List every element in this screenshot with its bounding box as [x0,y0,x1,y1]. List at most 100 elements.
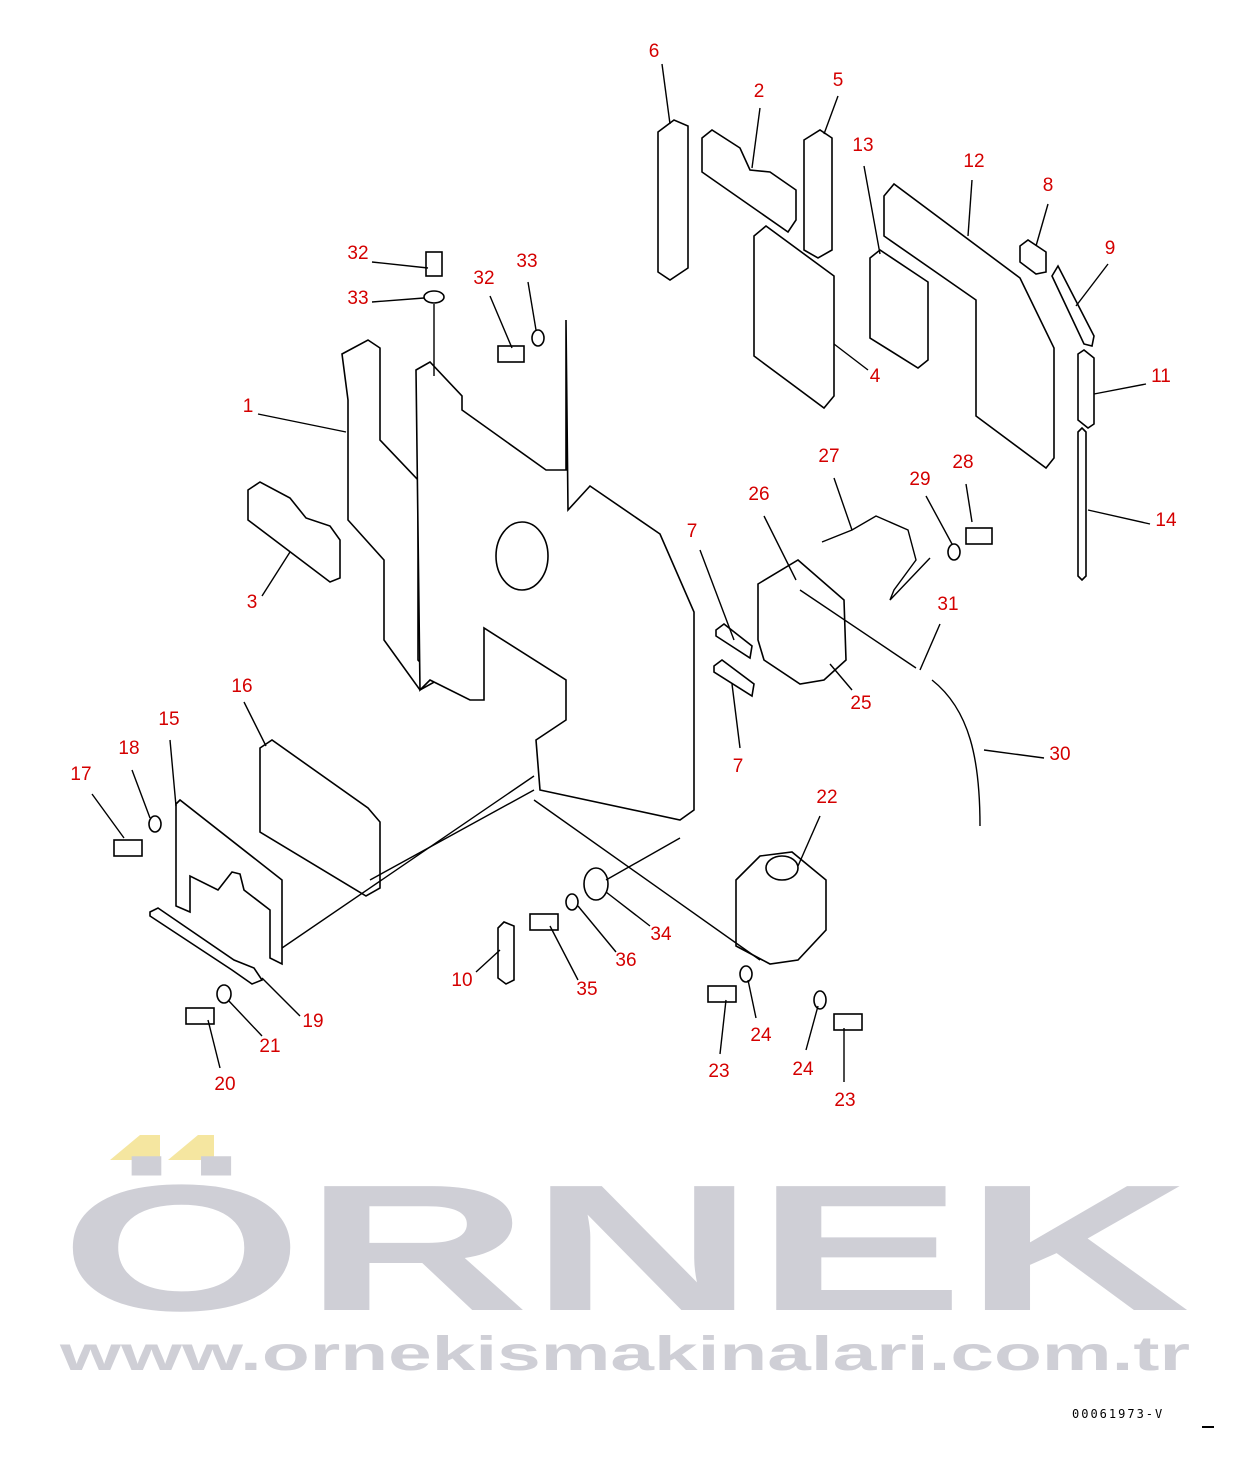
part-28-bolt [965,527,993,545]
part-drawings [113,119,1095,1031]
leader-line [763,515,797,581]
part-6-bar [657,119,689,281]
part-36-washer [565,893,579,911]
callout-label: 24 [792,1059,814,1080]
callout-label: 32 [473,268,494,289]
callout-label: 34 [650,924,672,945]
callout-label: 24 [750,1025,772,1046]
callout-label: 19 [302,1011,323,1032]
leader-line [1035,203,1049,247]
callout-label: 3 [247,592,258,613]
part-16-cover [259,739,381,897]
leader-line [967,179,973,237]
callout-label: 29 [909,469,930,490]
callout-label: 20 [214,1074,235,1095]
leader-line [1093,383,1147,395]
leader-line [919,623,941,671]
callout-label: 13 [852,135,873,156]
leader-line [131,769,151,819]
leader-line [243,701,267,747]
part-25-tank [757,559,847,685]
leader-line [747,979,757,1019]
part-20-bolt [185,1007,215,1025]
leader-line [207,1019,221,1069]
part-30-hose [931,679,981,827]
leader-line [527,281,537,331]
part-14-strip [1077,426,1087,582]
assembly-line [799,589,917,669]
callout-label: 16 [231,676,252,697]
callout-label: 18 [118,738,139,759]
watermark: ÖRNEK www.ornekismakinalari.com.tr [58,1135,1190,1381]
callout-label: 27 [818,446,839,467]
callout-label: 6 [649,41,660,62]
leader-lines [91,63,1151,1082]
watermark-accent-left [110,1135,160,1160]
callout-label: 7 [687,521,698,542]
callout-label: 4 [870,366,881,387]
part-5-bar [803,129,833,259]
callout-label: 32 [347,243,368,264]
watermark-url: www.ornekismakinalari.com.tr [58,1328,1190,1381]
part-32b-bolt [497,345,525,363]
assembly-line [605,837,681,881]
part-18-washer [148,815,162,833]
watermark-brand: ÖRNEK [60,1148,1190,1349]
part-32-bolt [425,251,443,277]
leader-line [605,891,651,927]
callout-label: 33 [347,288,368,309]
callout-label: 35 [576,979,597,1000]
leader-line [833,477,853,531]
leader-line [925,495,953,545]
part-11-strip [1077,349,1095,429]
leader-line [983,749,1045,759]
leader-line [577,905,617,953]
assembly-line [281,775,535,949]
leader-line [751,107,761,169]
callout-label: 33 [516,251,537,272]
leader-line [371,297,425,303]
leader-line [169,739,177,807]
leader-line [833,343,869,371]
callout-label: 5 [833,70,844,91]
part-21-washer [216,984,232,1004]
part-29-washer [947,543,961,561]
leader-line [829,663,853,691]
part-3-block [247,481,341,583]
callout-labels: 6251312891141432333233132726292873125730… [70,41,1177,1111]
part-4-pad [753,224,835,410]
callout-label: 12 [963,151,984,172]
part-15-plate [175,798,283,966]
leader-line [823,95,839,135]
assembly-line [369,789,535,881]
callout-label: 1 [243,396,254,417]
part-24a-washer [739,965,753,983]
part-22-cap [765,855,799,881]
callout-label: 23 [834,1090,855,1111]
part-22-tank [735,851,827,965]
leader-line [797,815,821,867]
leader-line [719,999,727,1055]
callout-label: 25 [850,693,871,714]
callout-label: 7 [733,756,744,777]
part-17-bolt [113,839,143,857]
part-34-washer [583,867,609,901]
part-33b-washer [531,329,545,347]
leader-line [261,977,301,1017]
part-35-bolt [529,913,559,931]
callout-label: 10 [451,970,472,991]
part-plate-hole [495,521,549,591]
leader-line [965,483,973,523]
part-9-strip [1051,264,1095,347]
callout-label: 2 [754,81,765,102]
leader-line [731,683,741,749]
leader-line [699,549,735,641]
leader-line [257,413,347,433]
leader-line [1087,509,1151,525]
leader-line [91,793,125,839]
callout-label: 8 [1043,175,1054,196]
part-19-strip [149,907,264,985]
callout-label: 22 [816,787,837,808]
part-8-block [1019,239,1047,275]
callout-label: 11 [1151,366,1171,387]
